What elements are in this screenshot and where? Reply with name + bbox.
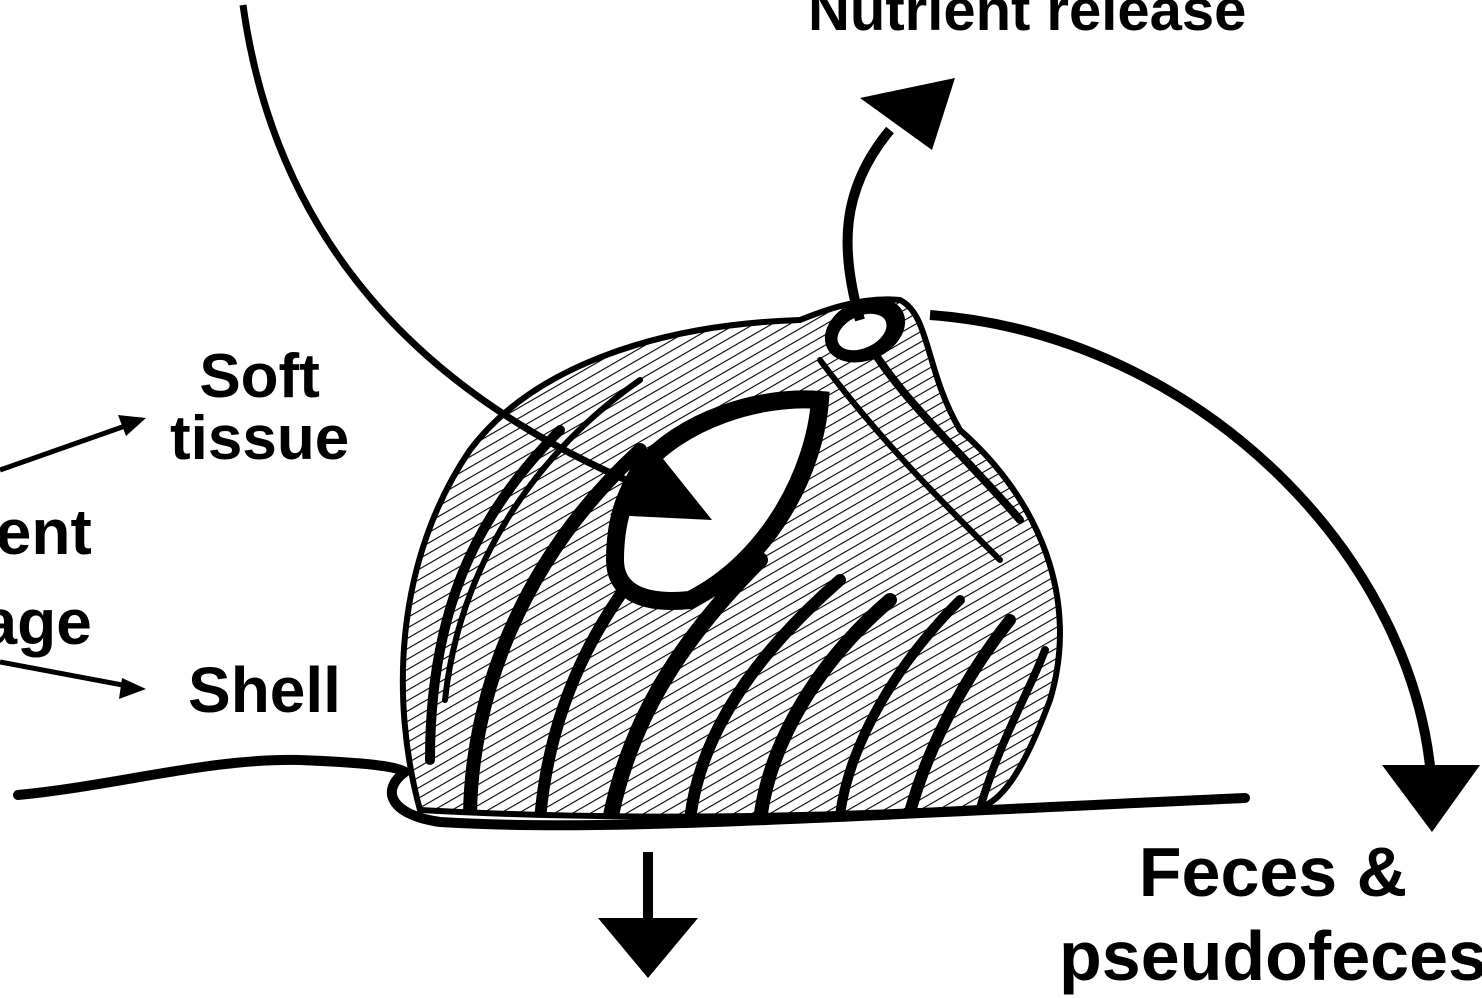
feces-line2: pseudofeces [1038, 914, 1482, 998]
nutrient-storage-label: ient age [0, 488, 92, 667]
bivalve-shell [403, 285, 1060, 820]
nutrient-storage-line1: ient [0, 488, 92, 578]
nutrient-storage-line2: age [0, 578, 92, 668]
shell-label: Shell [188, 658, 341, 722]
storage-to-tissue-arrow [0, 415, 146, 470]
soft-tissue-label: Soft tissue [170, 346, 349, 470]
nutrient-release-arrow [848, 78, 955, 320]
deposition-arrow [598, 852, 698, 978]
nutrient-release-label: Nutrient release [808, 0, 1246, 40]
feces-pseudofeces-label: Feces & pseudofeces [1038, 830, 1482, 998]
feces-line1: Feces & [1038, 830, 1482, 914]
soft-tissue-line2: tissue [170, 408, 349, 470]
soft-tissue-line1: Soft [170, 346, 349, 408]
storage-to-shell-arrow [0, 662, 146, 699]
